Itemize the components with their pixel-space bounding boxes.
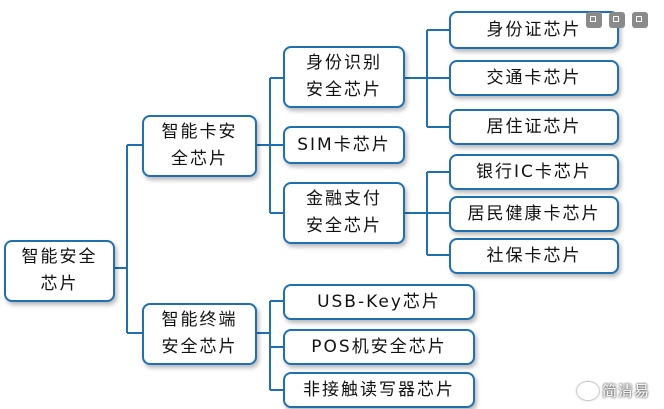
health-card-chip-node: 居民健康卡芯片 — [449, 196, 619, 232]
restore-icon[interactable] — [609, 12, 625, 28]
weibo-logo-icon — [576, 381, 599, 400]
image-toolbar — [586, 12, 648, 28]
nfc-reader-chip-node: 非接触读写器芯片 — [283, 372, 475, 408]
minimize-icon[interactable] — [586, 12, 602, 28]
bank-ic-card-chip-node: 银行IC卡芯片 — [449, 154, 619, 190]
social-security-card-chip-label: 社保卡芯片 — [486, 245, 582, 266]
social-security-card-chip-node: 社保卡芯片 — [449, 238, 619, 274]
residence-permit-chip-node: 居住证芯片 — [449, 109, 619, 145]
bank-ic-card-chip-label: 银行IC卡芯片 — [476, 161, 592, 182]
finance-chip-node: 金融支付 安全芯片 — [283, 182, 405, 244]
health-card-chip-label: 居民健康卡芯片 — [467, 203, 601, 224]
watermark: 简清易 — [576, 380, 650, 401]
usbkey-chip-label: USB-Key芯片 — [317, 291, 441, 312]
sim-chip-label: SIM卡芯片 — [297, 134, 391, 155]
idcard-chip-label: 身份证芯片 — [486, 19, 582, 40]
id-chip-label: 身份识别 安全芯片 — [306, 53, 382, 100]
transit-card-chip-label: 交通卡芯片 — [486, 67, 582, 88]
nfc-reader-chip-label: 非接触读写器芯片 — [303, 379, 455, 400]
smartcard-chip-node: 智能卡安 全芯片 — [142, 115, 257, 177]
root-label: 智能安全 芯片 — [21, 247, 98, 294]
finance-chip-label: 金融支付 安全芯片 — [306, 189, 382, 236]
watermark-text: 简清易 — [601, 382, 650, 400]
terminal-chip-node: 智能终端 安全芯片 — [142, 303, 257, 365]
delete-icon[interactable] — [632, 12, 648, 28]
usbkey-chip-node: USB-Key芯片 — [283, 284, 475, 320]
pos-chip-node: POS机安全芯片 — [283, 329, 475, 365]
residence-permit-chip-label: 居住证芯片 — [486, 116, 582, 137]
sim-chip-node: SIM卡芯片 — [283, 126, 405, 164]
root-node: 智能安全 芯片 — [4, 240, 115, 302]
pos-chip-label: POS机安全芯片 — [311, 336, 447, 357]
smartcard-chip-label: 智能卡安 全芯片 — [161, 122, 238, 169]
transit-card-chip-node: 交通卡芯片 — [449, 60, 619, 96]
id-chip-node: 身份识别 安全芯片 — [283, 46, 405, 108]
terminal-chip-label: 智能终端 安全芯片 — [161, 310, 238, 357]
